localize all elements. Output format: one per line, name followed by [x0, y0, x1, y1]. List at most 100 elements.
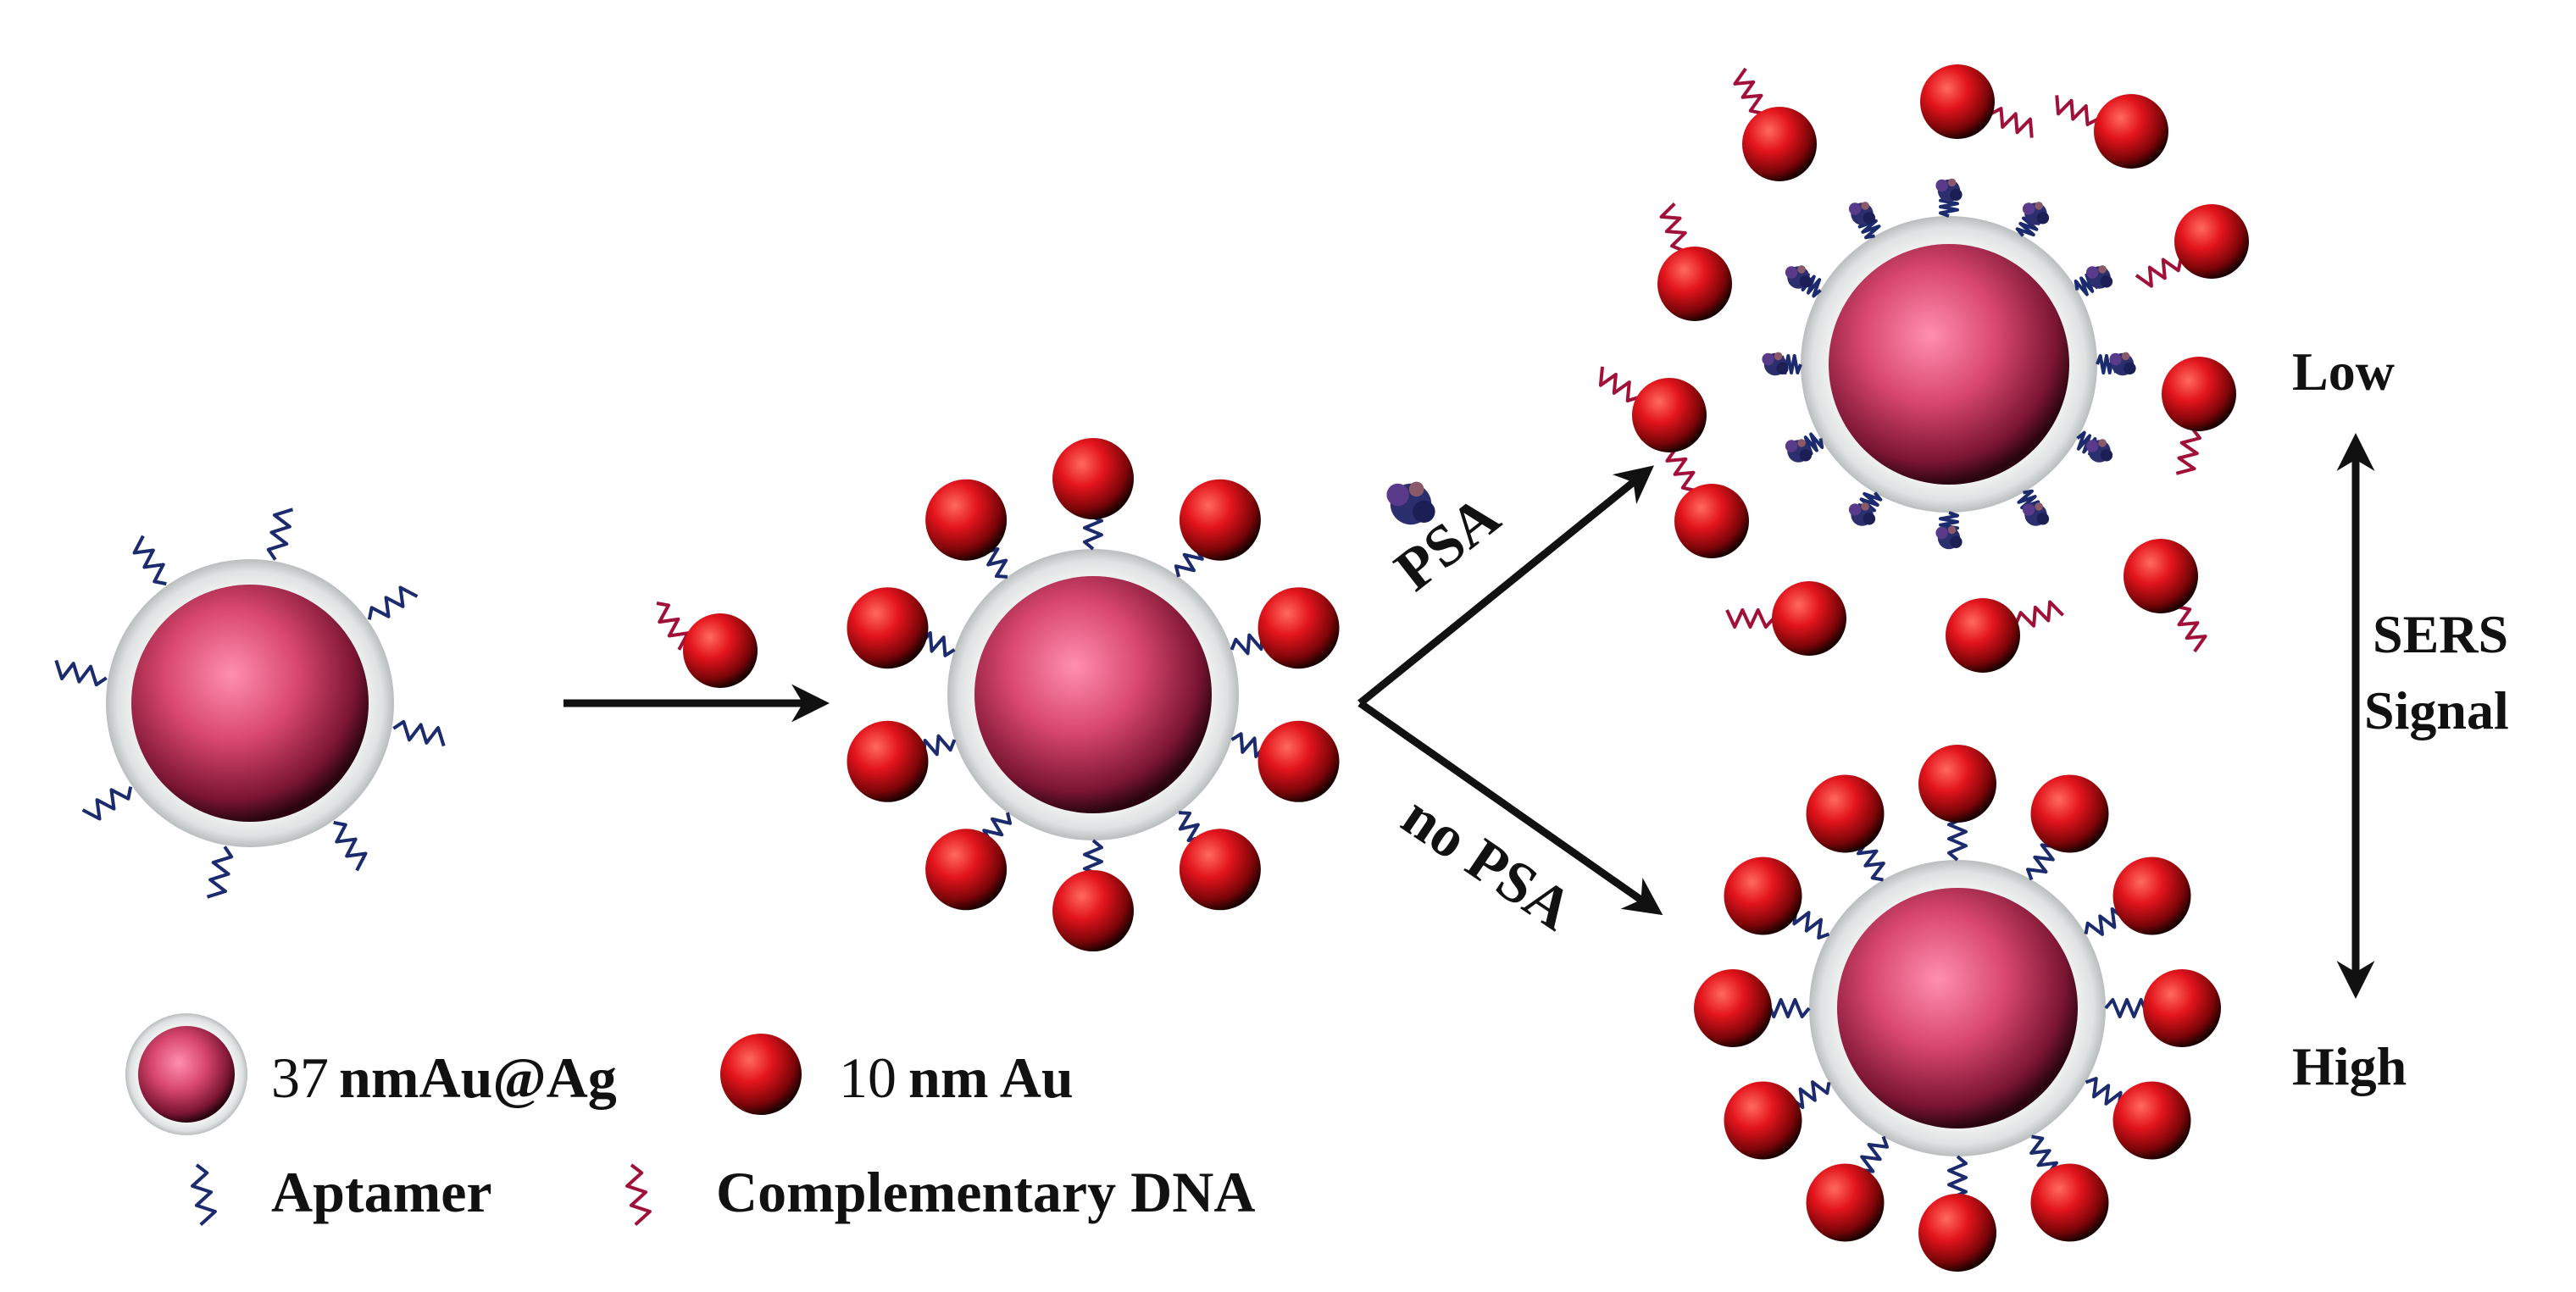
aptamer-strand	[1857, 491, 1883, 513]
aptamer-strand	[132, 535, 167, 586]
aptamer-strand	[1857, 837, 1885, 882]
high-label: High	[2292, 1036, 2407, 1096]
aptamer-strand	[1801, 273, 1822, 298]
gold-nanoparticle	[1632, 378, 1707, 452]
gold-nanoparticle	[1179, 479, 1261, 561]
gold-nanoparticle	[847, 587, 929, 669]
aptamer-strand	[2029, 1134, 2058, 1179]
gold-nanoparticle	[2030, 774, 2109, 853]
aptamer-strand	[191, 1163, 217, 1227]
aptamer-strand	[1947, 816, 1968, 862]
complementary-strand	[2175, 428, 2201, 475]
psa-molecule	[2085, 265, 2113, 289]
aptamer-strand	[2017, 489, 2040, 515]
gold-nanoparticle	[1257, 587, 1340, 669]
aptamer-strand	[333, 820, 368, 872]
aptamer-strand	[2104, 998, 2150, 1018]
stage2-satellites	[847, 438, 1340, 951]
stage1-particle	[54, 507, 446, 899]
gold-nanoparticle	[1724, 1081, 1802, 1160]
stage3b-satellites	[1694, 745, 2221, 1272]
aptamer-strand	[1857, 213, 1881, 240]
aptamer-strand	[1854, 1135, 1889, 1173]
gold-nanoparticle	[2030, 1163, 2109, 1242]
gold-nanoparticle	[1946, 598, 2020, 673]
complementary-strand	[1990, 107, 2034, 138]
psa-molecule	[1386, 481, 1435, 525]
psa-molecule	[1785, 265, 1813, 289]
aptamer-strand	[2085, 1077, 2123, 1112]
complementary-strand	[1733, 67, 1763, 115]
stage3a-released-au	[1598, 64, 2249, 673]
complementary-strand	[1659, 202, 1687, 252]
legend-aptamer-icon	[191, 1163, 217, 1227]
aptamer-strand	[392, 719, 446, 747]
gold-nanoparticle	[1674, 484, 1749, 558]
gold-nanoparticle	[1772, 581, 1846, 656]
no-psa-label: no PSA	[1391, 783, 1585, 943]
psa-molecule	[2109, 352, 2136, 376]
legend-large-particle-icon	[125, 1013, 247, 1135]
complementary-strand	[1665, 444, 1696, 492]
stage3-no-psa-result	[1694, 745, 2221, 1272]
aptamer-strand	[1786, 1080, 1831, 1109]
gold-nanoparticle	[1724, 857, 1802, 935]
gold-nanoparticle	[2094, 94, 2168, 169]
gold-nanoparticle	[1657, 247, 1732, 321]
legend-complementary-dna-icon	[625, 1163, 652, 1227]
complementary-strand	[2014, 600, 2064, 628]
psa-molecule	[1848, 502, 1876, 526]
stage2-assembly	[847, 438, 1340, 951]
psa-molecule	[2022, 502, 2050, 526]
gold-nanoparticle	[1052, 438, 1134, 519]
complementary-strand	[625, 1163, 652, 1227]
gold-nanoparticle	[2143, 969, 2221, 1047]
gold-nanoparticle	[2162, 357, 2236, 431]
aptamer-strand	[81, 786, 133, 821]
psa-molecule	[1935, 178, 1963, 202]
legend-large-particle-label: nmAu@Ag	[339, 1045, 617, 1110]
sers-label-line1: SERS	[2373, 604, 2508, 664]
legend-large-particle-number: 37	[271, 1045, 329, 1110]
aptamer-strand	[206, 846, 234, 899]
arrow-psa	[1357, 465, 1654, 707]
aptamer-strand	[1939, 196, 1959, 218]
stage1-aptamers	[54, 507, 446, 899]
legend-small-particle-label: nm Au	[908, 1045, 1074, 1110]
aptamer-strand	[54, 659, 108, 687]
legend-small-particle-icon	[720, 1034, 802, 1115]
gold-nanoparticle	[1742, 107, 1817, 181]
legend: 37 nmAu@Ag 10 nm Au Aptamer Complementar…	[125, 1013, 1255, 1227]
arrow-no-psa	[1357, 700, 1663, 916]
stage3a-bound-psa	[1762, 178, 2136, 550]
aptamer-strand	[2026, 843, 2061, 881]
gold-nanoparticle	[1918, 745, 1996, 823]
psa-molecule	[1785, 439, 1813, 463]
complementary-strand	[2177, 605, 2207, 653]
gold-nanoparticle	[2112, 1081, 2191, 1160]
gold-nanoparticle	[683, 613, 758, 688]
stage3-psa-result	[1598, 64, 2249, 673]
gold-nanoparticle	[1179, 829, 1261, 911]
aptamer-strand	[1765, 998, 1811, 1018]
psa-molecule	[2085, 439, 2113, 463]
gold-nanoparticle	[1257, 720, 1340, 802]
aptamer-strand	[266, 507, 294, 561]
gold-nanoparticle	[1694, 969, 1772, 1047]
sers-label-line2: Signal	[2364, 680, 2509, 740]
aptamer-strand	[2015, 216, 2040, 237]
psa-molecule	[1762, 352, 1789, 376]
aptamer-strand	[2074, 273, 2100, 297]
psa-molecule	[1848, 202, 1876, 225]
gold-nanoparticle	[925, 479, 1008, 561]
gold-nanoparticle	[1052, 870, 1134, 951]
stage1-core	[131, 585, 369, 822]
complementary-strand	[1725, 608, 1775, 629]
gold-nanoparticle	[2174, 204, 2249, 279]
complementary-strand	[2135, 258, 2183, 288]
gold-nanoparticle	[1806, 1163, 1885, 1242]
free-complementary-au	[656, 602, 758, 688]
psa-icon	[1386, 481, 1435, 525]
aptamer-strand	[1939, 511, 1959, 533]
gold-nanoparticle	[2112, 857, 2191, 935]
